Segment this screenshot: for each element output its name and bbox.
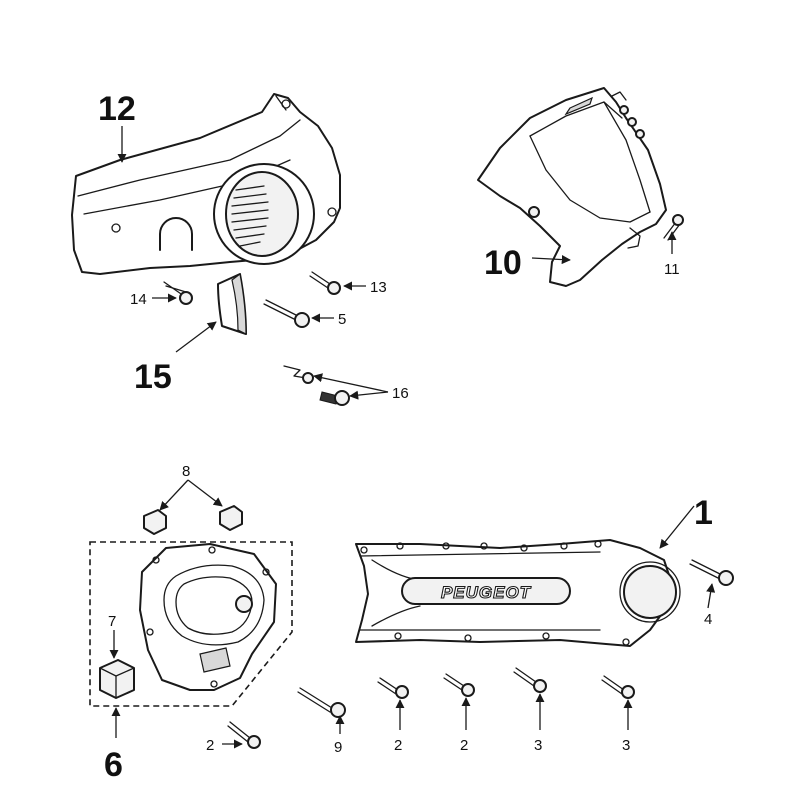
leader-1 [659,505,695,549]
dowel-pin-part-8-right [219,505,243,531]
leader-lines [109,126,716,749]
sleeve-part-7 [99,659,135,699]
callout-4: 4 [704,611,712,628]
callout-3-b: 3 [622,737,630,754]
bolt-part-3-a [513,667,547,693]
bolt-part-3-b [601,675,635,699]
bolt-part-9 [297,687,346,718]
bolt-part-2-b [377,677,409,699]
callout-15: 15 [134,358,172,396]
leader-8-a [159,479,189,511]
leader-10 [531,255,571,265]
callout-3-a: 3 [534,737,542,754]
callout-labels: 12 14 15 13 5 16 10 11 1 4 8 7 6 2 9 2 2… [98,90,713,784]
callout-2-c: 2 [460,737,468,754]
insert-part-15 [217,272,247,335]
cowl-part-10 [477,87,667,287]
fan-cover-part-12 [71,93,341,275]
crankcase-cover-part-1: PEUGEOT [355,539,681,647]
clip-part-16 [283,365,314,384]
cover-part-6 [139,543,277,691]
callout-11: 11 [664,261,680,278]
peugeot-logo-text: PEUGEOT [441,583,532,602]
callout-2-b: 2 [394,737,402,754]
callout-7: 7 [108,613,116,630]
bolt-part-4 [689,559,734,586]
bolt-part-14 [163,281,193,305]
callout-6: 6 [104,746,123,784]
bolt-part-11 [663,214,684,241]
callout-8: 8 [182,463,190,480]
callout-2-a: 2 [206,737,214,754]
dowel-pin-part-8-left [143,509,167,535]
leader-16-b [349,390,389,400]
leader-8-b [187,479,223,507]
callout-14: 14 [130,291,147,308]
leader-4 [706,583,716,609]
callout-5: 5 [338,311,346,328]
bolt-part-13 [309,271,341,295]
screw-part-16 [319,390,350,406]
fan-grille-icon [231,185,269,247]
leader-16-a [313,373,389,393]
callout-13: 13 [370,279,387,296]
callout-16: 16 [392,385,409,402]
callout-10: 10 [484,244,522,282]
callout-12: 12 [98,90,136,128]
bolt-part-5 [263,299,310,328]
leader-15 [175,321,217,353]
bolt-part-2-c [443,673,475,697]
bolt-part-2-a [227,721,261,749]
callout-1: 1 [694,494,713,532]
callout-9: 9 [334,739,342,756]
